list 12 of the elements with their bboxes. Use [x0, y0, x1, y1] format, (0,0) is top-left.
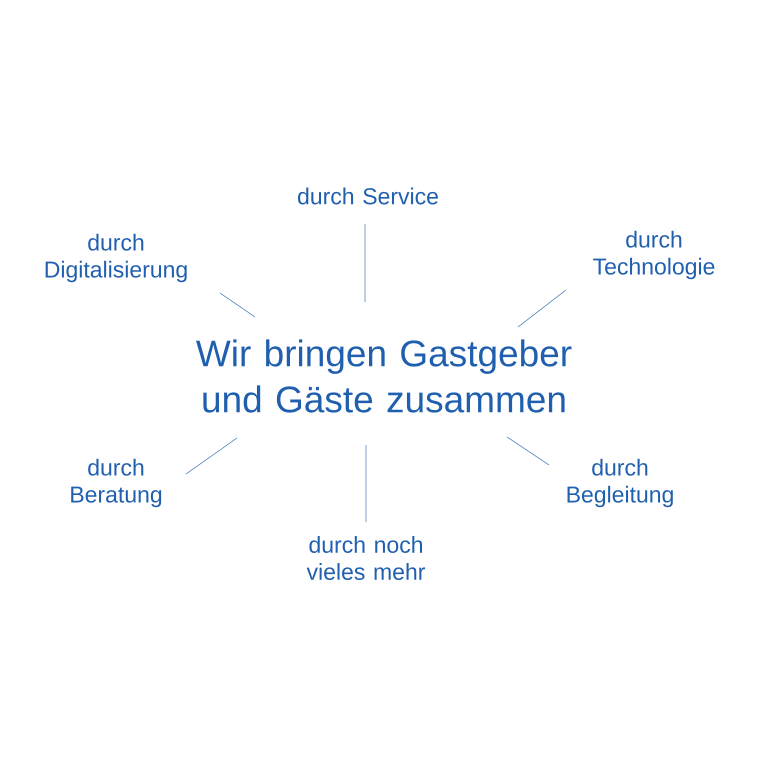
heading-text: Wir bringen Gastgeber und Gäste zusammen: [196, 339, 572, 413]
branch-text: durch noch vieles mehr: [306, 536, 426, 580]
connector-line: [220, 292, 256, 318]
branch-text: durch Service: [298, 188, 438, 204]
connector-line: [364, 224, 366, 302]
branch-text: durch Technologie: [593, 230, 714, 280]
branch-text: durch Begleitung: [568, 458, 673, 508]
branch-text: durch Beratung: [71, 458, 162, 508]
connector-line: [506, 436, 550, 466]
connector-line: [518, 290, 566, 328]
branch-text: durch Digitalisierung: [46, 234, 187, 282]
connector-line: [186, 438, 238, 474]
